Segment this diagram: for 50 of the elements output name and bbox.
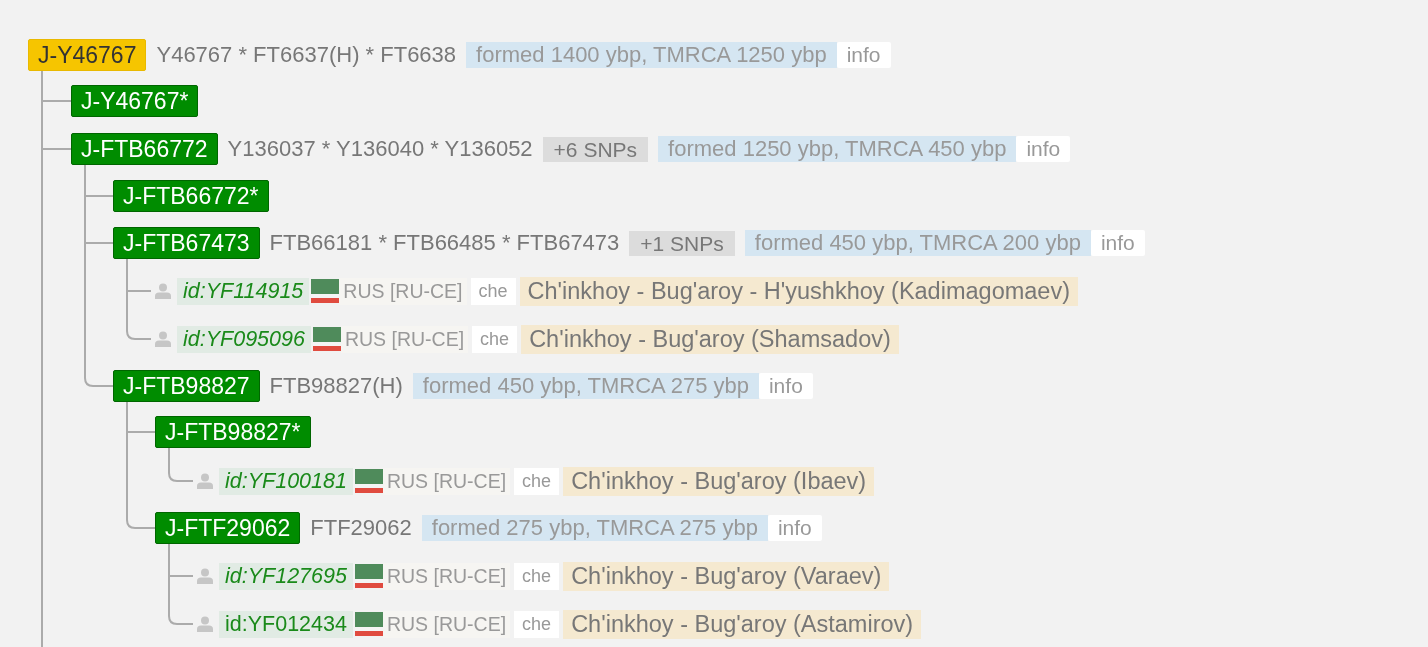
country-region-code: RUS [RU-CE] <box>339 277 467 305</box>
age-estimate-tag: formed 450 ybp, TMRCA 200 ybp <box>744 230 1091 256</box>
snp-list: Y136037 * Y136040 * Y136052 <box>227 136 533 162</box>
age-estimate-tag: formed 275 ybp, TMRCA 275 ybp <box>421 515 768 541</box>
clade-badge: J-Y46767* <box>71 85 199 117</box>
tree-connector <box>126 401 156 529</box>
info-button: info <box>1016 136 1071 162</box>
lineage-tag: Ch'inkhoy - Bug'aroy (Ibaev) <box>563 466 875 496</box>
info-button: info <box>767 515 822 541</box>
lineage-tag: Ch'inkhoy - Bug'aroy (Shamsadov) <box>521 324 899 354</box>
age-estimate-tag: formed 1400 ybp, TMRCA 1250 ybp <box>466 42 837 68</box>
country-region-code: RUS [RU-CE] <box>340 325 469 353</box>
tree-connector <box>168 543 194 625</box>
age-estimate-tag: formed 450 ybp, TMRCA 275 ybp <box>412 373 759 399</box>
language-tag: che <box>514 610 560 638</box>
snp-list: Y46767 * FT6637(H) * FT6638 <box>156 42 457 68</box>
snp-list: FTF29062 <box>310 515 412 541</box>
country-region-code: RUS [RU-CE] <box>382 562 511 590</box>
tree-connector <box>168 447 194 482</box>
lineage-tag: Ch'inkhoy - Bug'aroy (Astamirov) <box>563 609 922 639</box>
clade-badge: J-FTB98827* <box>155 416 311 448</box>
snp-list: FTB66181 * FTB66485 * FTB67473 <box>269 230 620 256</box>
snp-count-tag: +1 SNPs <box>629 230 735 256</box>
clade-badge: J-FTF29062 <box>155 512 301 544</box>
lineage-tag: Ch'inkhoy - Bug'aroy (Varaev) <box>563 561 890 591</box>
clade-badge: J-FTB66772 <box>71 133 218 165</box>
sample-id: id:YF012434 <box>219 610 353 638</box>
language-tag: che <box>472 325 518 353</box>
language-tag: che <box>514 467 560 495</box>
clade-badge: J-Y46767 <box>28 39 147 71</box>
sample-id: id:YF114915 <box>177 277 310 305</box>
info-button: info <box>1090 230 1145 256</box>
info-button: info <box>758 373 813 399</box>
age-estimate-tag: formed 1250 ybp, TMRCA 450 ybp <box>658 136 1017 162</box>
tree-connector <box>126 258 152 340</box>
snp-count-tag: +6 SNPs <box>542 136 649 162</box>
clade-badge: J-FTB98827 <box>113 370 260 402</box>
clade-badge: J-FTB66772* <box>113 180 269 212</box>
country-region-code: RUS [RU-CE] <box>382 610 511 638</box>
sample-id: id:YF127695 <box>219 562 353 590</box>
sample-id: id:YF100181 <box>219 467 353 495</box>
clade-badge: J-FTB67473 <box>113 227 260 259</box>
snp-list: FTB98827(H) <box>269 373 403 399</box>
country-region-code: RUS [RU-CE] <box>382 467 511 495</box>
language-tag: che <box>470 277 516 305</box>
info-button: info <box>836 42 891 68</box>
language-tag: che <box>514 562 560 590</box>
sample-id: id:YF095096 <box>177 325 311 353</box>
lineage-tag: Ch'inkhoy - Bug'aroy - H'yushkhoy (Kadimagomaev) <box>519 276 1078 306</box>
tree-connector <box>84 164 114 387</box>
